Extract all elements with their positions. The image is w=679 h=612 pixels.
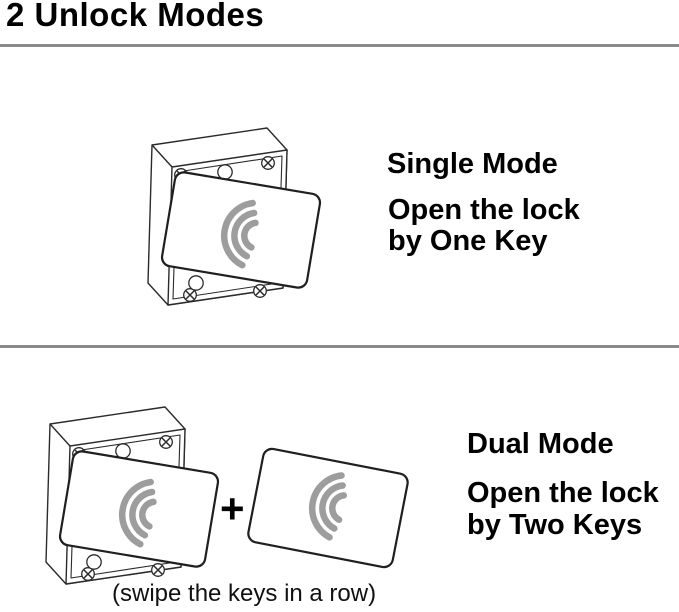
plus-sign: + xyxy=(220,485,245,532)
swipe-caption: (swipe the keys in a row) xyxy=(112,580,377,607)
single-mode-description-line1: Open the lock xyxy=(388,194,580,226)
single-mode-heading: Single Mode xyxy=(387,148,558,180)
lock-box-with-key-card-drawing xyxy=(148,128,321,305)
dual-mode-description-line1: Open the lock xyxy=(467,477,659,509)
lock-box-with-key-card-drawing xyxy=(46,407,219,584)
page-title: 2 Unlock Modes xyxy=(6,0,265,33)
dual-mode-heading: Dual Mode xyxy=(467,428,614,460)
dual-mode-description: Open the lock by Two Keys xyxy=(467,477,659,541)
dual-mode-description-line2: by Two Keys xyxy=(467,509,643,541)
single-mode-illustration xyxy=(130,105,330,335)
key-card-drawing xyxy=(247,447,409,568)
single-mode-description: Open the lock by One Key xyxy=(388,195,580,257)
second-key-card-illustration xyxy=(240,442,420,582)
divider-middle xyxy=(0,345,679,348)
single-mode-description-line2: by One Key xyxy=(388,225,548,257)
dual-mode-illustration xyxy=(28,384,228,612)
divider-top xyxy=(0,44,679,47)
